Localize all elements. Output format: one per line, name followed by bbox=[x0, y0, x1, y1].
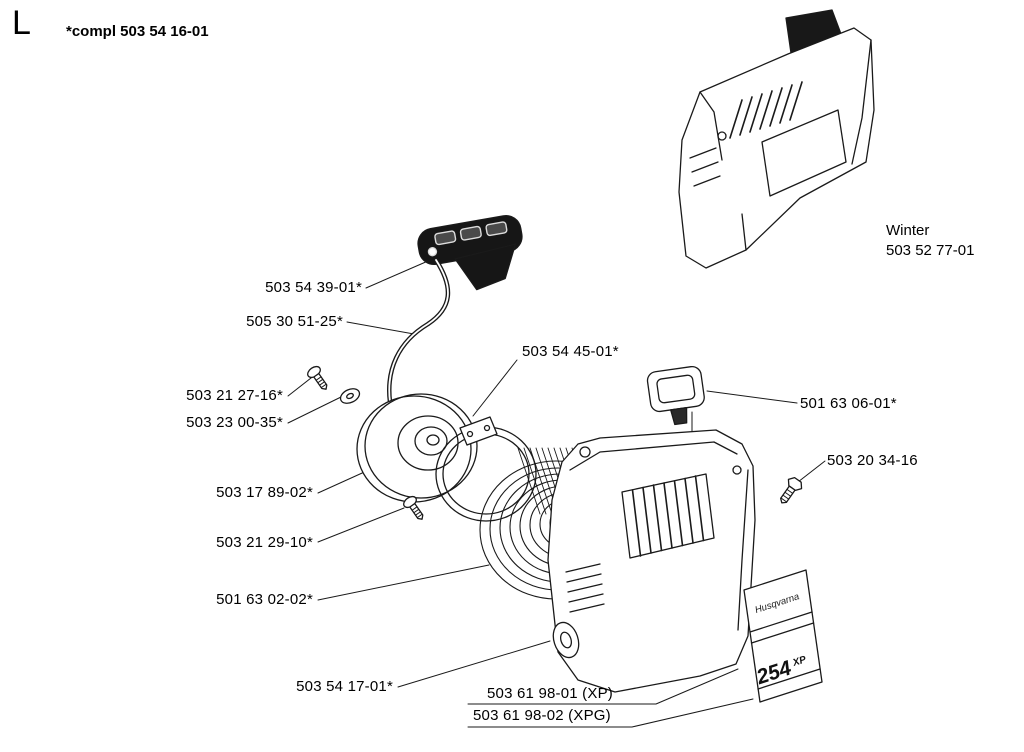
label-starter-handle: 503 54 39-01* bbox=[265, 279, 362, 296]
screw-lower-drawing bbox=[403, 495, 424, 520]
section-letter: L bbox=[12, 4, 31, 42]
winter-caption: Winter 503 52 77-01 bbox=[886, 221, 974, 261]
winter-name: Winter bbox=[886, 222, 930, 239]
label-starter-pulley: 503 17 89-02* bbox=[216, 484, 313, 501]
label-decal-xpg: 503 61 98-02 (XPG) bbox=[473, 707, 611, 724]
label-screw-upper: 503 21 27-16* bbox=[186, 387, 283, 404]
label-pulley-cover-ring: 503 54 45-01* bbox=[522, 343, 619, 360]
washer-drawing bbox=[339, 388, 361, 404]
compl-assembly-label: *compl 503 54 16-01 bbox=[66, 23, 209, 40]
decal-suffix-text: XP bbox=[791, 654, 808, 669]
label-starter-rope: 505 30 51-25* bbox=[246, 313, 343, 330]
inlet-cover-drawing bbox=[646, 365, 705, 426]
winter-cover-drawing bbox=[678, 9, 875, 269]
label-decal-xp: 503 61 98-01 (XP) bbox=[487, 685, 613, 702]
label-inlet-cover: 501 63 06-01* bbox=[800, 395, 897, 412]
winter-part-number: 503 52 77-01 bbox=[886, 242, 975, 259]
label-recoil-spring: 501 63 02-02* bbox=[216, 591, 313, 608]
label-screw-right: 503 20 34-16 bbox=[827, 452, 918, 469]
label-washer: 503 23 00-35* bbox=[186, 414, 283, 431]
pulley-cover-ring-drawing bbox=[435, 416, 537, 522]
starter-housing-drawing bbox=[547, 429, 756, 693]
screw-upper-drawing bbox=[307, 365, 328, 390]
leader-lines bbox=[287, 260, 826, 728]
label-starter-housing: 503 54 17-01* bbox=[296, 678, 393, 695]
label-screw-lower: 503 21 29-10* bbox=[216, 534, 313, 551]
screw-right-drawing bbox=[780, 476, 803, 504]
decal-drawing: Husqvarna 254 XP bbox=[743, 569, 823, 703]
starter-handle-drawing bbox=[417, 214, 523, 291]
starter-pulley-drawing bbox=[356, 393, 478, 503]
